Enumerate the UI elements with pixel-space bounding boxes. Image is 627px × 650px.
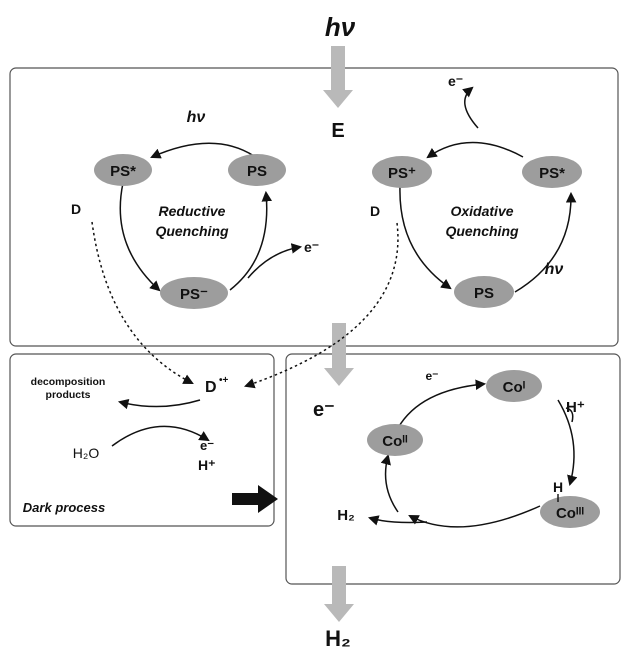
- ps-star-label: PS*: [110, 163, 136, 180]
- dark-process-panel: [9, 353, 275, 527]
- co-iii-node: [540, 496, 600, 528]
- dark-process: decomposition products D •+ e⁻ H⁺ H₂O Da…: [23, 375, 229, 515]
- ps-minus-label: PS⁻: [180, 286, 208, 303]
- proton-transfer-arrow: [232, 485, 278, 513]
- h2-release-arc: [367, 515, 428, 526]
- reductive-quench-arc: [119, 182, 161, 292]
- oxidative-light-label: hν: [545, 261, 564, 278]
- co-i-label: Coᴵ: [503, 379, 526, 396]
- ps-ground-node: [454, 276, 514, 308]
- quenching-panel: [9, 67, 619, 347]
- reductive-electron-out-arc: [247, 243, 303, 279]
- reductive-light-label: hν: [187, 109, 206, 126]
- co-ii-node: [367, 424, 423, 456]
- oxidative-quenching-cycle: PS⁺ PS* PS e⁻ D hν Oxidative Quenching: [370, 73, 582, 308]
- oxidative-donor-label: D: [370, 203, 380, 219]
- reductive-donor-path: [91, 221, 194, 384]
- light-input-arrow: [323, 46, 353, 108]
- decomposition-label-line1: decomposition: [31, 376, 106, 388]
- cycle-proton-label: H⁺: [566, 399, 585, 416]
- oxidative-reduction-arc: [399, 185, 452, 290]
- co-iii-label: Coᴵᴵᴵ: [556, 505, 584, 522]
- ps-plus-label: PS⁺: [388, 165, 416, 182]
- electron-center-label: e⁻: [313, 399, 335, 421]
- co-reduction-arc: [397, 379, 487, 429]
- hydrogen-output-arrow: [324, 566, 354, 622]
- oxidative-title-line1: Oxidative: [450, 203, 513, 219]
- co-regeneration-arc: [380, 453, 399, 513]
- top-light-label: hν: [325, 12, 356, 42]
- oxidative-quench-arc: [426, 141, 524, 159]
- hydride-label: H: [553, 479, 563, 495]
- cycle-electron-label: e⁻: [425, 369, 438, 383]
- decomposition-label-line2: products: [46, 389, 91, 401]
- oxidative-title-line2: Quenching: [445, 223, 519, 239]
- reductive-title-line1: Reductive: [159, 203, 226, 219]
- radical-cation-base: D: [205, 379, 217, 396]
- reductive-quenching-cycle: PS* PS PS⁻ hν D e⁻ Reductive Quenching: [71, 109, 319, 309]
- ps-ground-label: PS: [474, 285, 494, 302]
- ps-plus-node: [372, 156, 432, 188]
- dark-process-title: Dark process: [23, 500, 105, 515]
- ps-star-oxidative-label: PS*: [539, 165, 565, 182]
- proton-hook-arc: [565, 407, 574, 423]
- reductive-return-arc: [229, 190, 273, 291]
- ps-minus-node: [160, 277, 228, 309]
- energy-label: E: [331, 120, 344, 142]
- ps-star-node: [94, 154, 152, 186]
- cobalt-cycle: e⁻ Coᴵ Coᴵᴵ Coᴵᴵᴵ H e⁻ H⁺ H₂: [313, 369, 600, 528]
- oxidative-donor-path: [244, 222, 399, 389]
- catalyst-panel: [285, 353, 621, 585]
- decomposition-arc: [117, 398, 201, 410]
- water-oxidation-arc: [111, 425, 210, 447]
- dark-electron-label: e⁻: [200, 438, 214, 453]
- ps-node: [228, 154, 286, 186]
- h2-small-label: H₂: [337, 507, 355, 524]
- co-i-node: [486, 370, 542, 402]
- reductive-donor-label: D: [71, 201, 81, 217]
- reductive-excitation-arc: [150, 142, 255, 159]
- reductive-title-line2: Quenching: [155, 223, 229, 239]
- co-ii-label: Coᴵᴵ: [382, 433, 408, 450]
- oxidative-excitation-arc: [514, 191, 577, 293]
- co-protonation-arc: [557, 399, 578, 487]
- oxidative-electron-label: e⁻: [448, 73, 463, 89]
- electron-transfer-arrow: [324, 323, 354, 386]
- dark-proton-label: H⁺: [198, 457, 216, 473]
- reductive-electron-label: e⁻: [304, 239, 319, 255]
- ps-star-oxidative-node: [522, 156, 582, 188]
- ps-label: PS: [247, 163, 267, 180]
- hydrogen-output-label: H₂: [325, 626, 351, 650]
- oxidative-electron-out-arc: [462, 86, 479, 129]
- radical-cation-charge: •+: [219, 375, 229, 386]
- co-release-arc: [408, 505, 541, 528]
- water-label: H₂O: [73, 445, 100, 461]
